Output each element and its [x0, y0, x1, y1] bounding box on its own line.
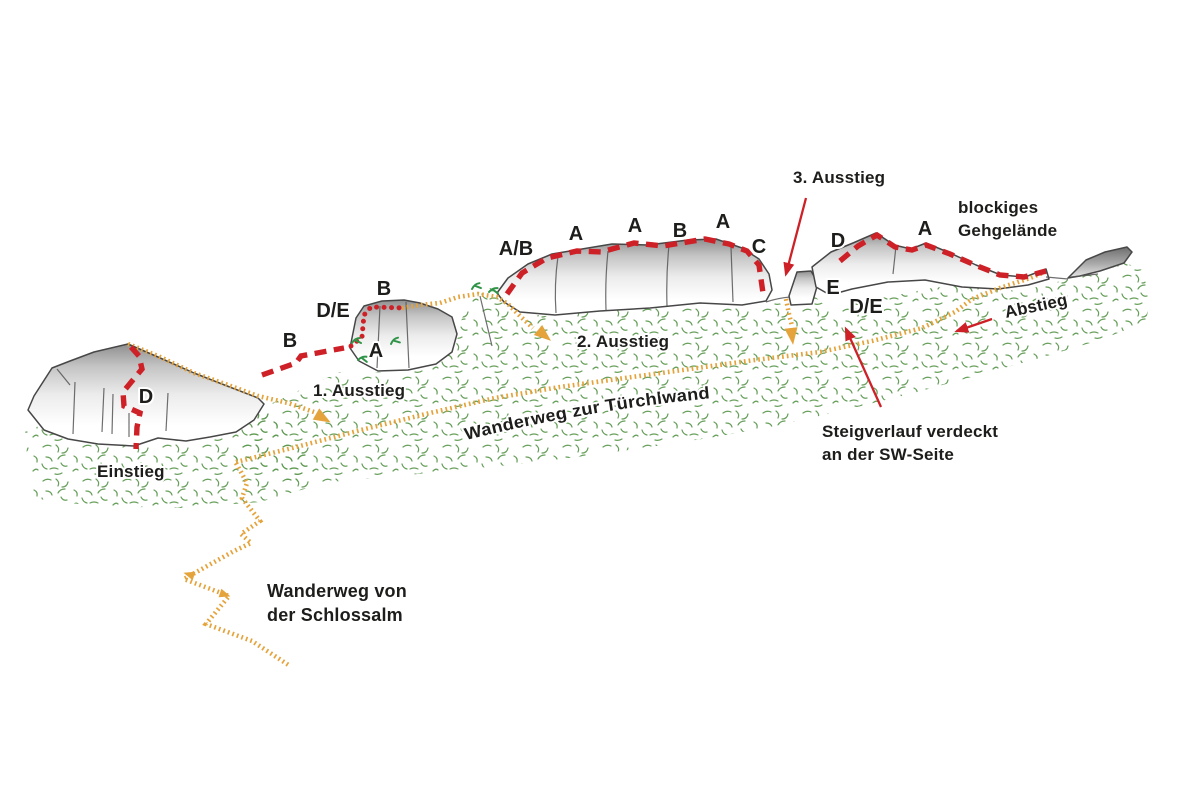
rock-summit [811, 232, 1050, 296]
vegetation-slope [232, 262, 1150, 482]
route-main-wall [504, 236, 766, 296]
grade-ridge-2: D/E [316, 300, 349, 322]
rock-main-wall [496, 238, 773, 316]
label-steigverlauf-line2: an der SW-Seite [822, 445, 954, 464]
rock-far-right-slab [1067, 246, 1133, 279]
rock-left-buttress [27, 343, 265, 447]
route-summit [838, 231, 1047, 280]
label-ausstieg-1: 1. Ausstieg [313, 381, 405, 400]
grade-main-5: A [716, 211, 730, 233]
trail-layer [127, 269, 1046, 668]
grade-main-6: C [752, 236, 766, 258]
route-ridge-steps [261, 345, 345, 378]
trail-arrow-3-ausstieg-icon [784, 327, 798, 345]
label-schlossalm-line1: Wanderweg von [267, 581, 407, 601]
grade-ridge-3: B [377, 278, 391, 300]
grade-main-3: A [628, 215, 642, 237]
trail-arrow-switchback-right-icon [218, 588, 231, 598]
label-einstieg: Einstieg [97, 462, 165, 481]
arrow-3-ausstieg-icon [783, 197, 808, 277]
route-left-tower [120, 345, 145, 450]
label-ausstieg-3: 3. Ausstieg [793, 168, 885, 187]
label-schlossalm-line2: der Schlossalm [267, 605, 403, 625]
grade-ridge-1: B [283, 330, 297, 352]
label-ausstieg-2: 2. Ausstieg [577, 332, 669, 351]
trail-3-ausstieg [783, 298, 795, 327]
grade-summit-4: D/E [849, 296, 882, 318]
trail-arrow-1-ausstieg-icon [312, 408, 331, 423]
label-blockiges-line1: blockiges [958, 198, 1038, 217]
trail-arrow-switchback-left-icon [183, 571, 196, 581]
grade-summit-1: D [831, 230, 845, 252]
trail-arrow-2-ausstieg-icon [533, 325, 552, 341]
annotation-arrows [783, 197, 993, 408]
label-layer: D B D/E B A A/B A A B A C D E A D/E Eins… [95, 166, 1071, 627]
grade-main-1: A/B [499, 238, 533, 260]
trail-2-ausstieg [401, 291, 535, 330]
rock-step [349, 299, 458, 372]
grade-summit-3: A [918, 218, 932, 240]
route-layer [120, 231, 1047, 450]
rock-layer [27, 232, 1133, 447]
rock-e-block [788, 270, 819, 306]
grade-left-tower: D [139, 386, 153, 408]
grade-ridge-4: A [369, 340, 383, 362]
trail-wanderweg-tuerchlwand [235, 269, 1046, 465]
grade-main-4: B [673, 220, 687, 242]
label-blockiges-line2: Gehgelände [958, 221, 1057, 240]
label-steigverlauf-line1: Steigverlauf verdeckt [822, 422, 998, 441]
tuft-layer [351, 282, 499, 363]
grade-main-2: A [569, 223, 583, 245]
arrow-abstieg-icon [954, 317, 993, 333]
arrow-steigverlauf-icon [844, 326, 883, 408]
grade-summit-2: E [826, 277, 839, 299]
route-ridge-dotted [348, 304, 408, 349]
